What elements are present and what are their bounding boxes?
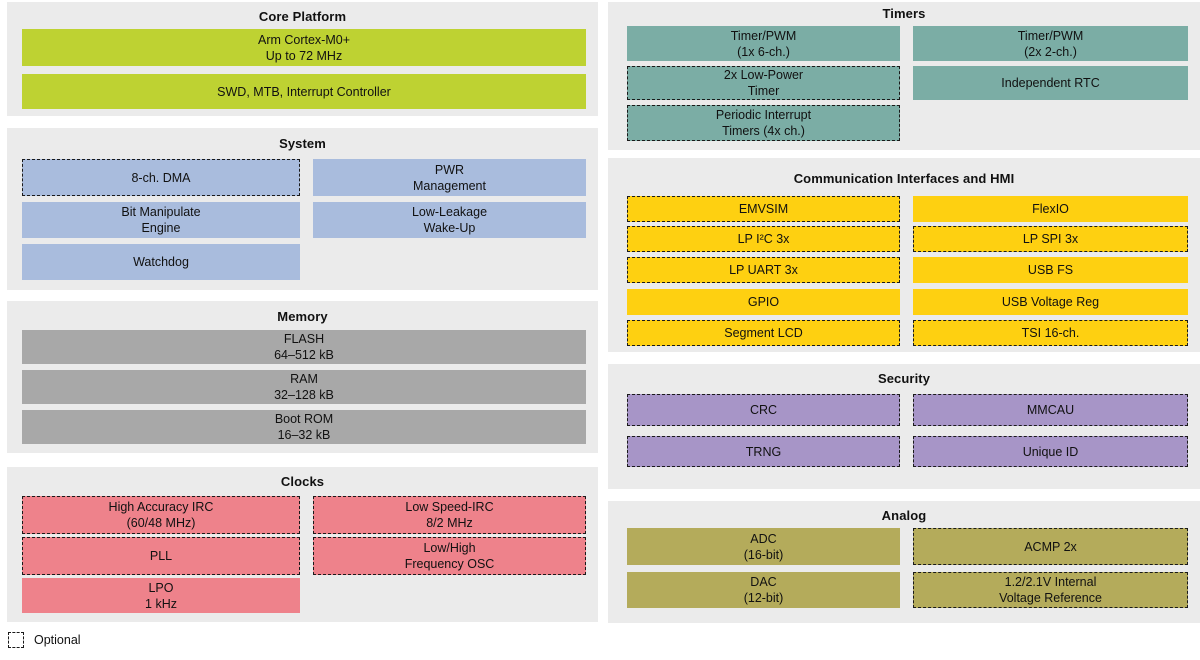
block-8ch-dma: 8-ch. DMA xyxy=(22,159,300,196)
block-emvsim: EMVSIM xyxy=(627,196,900,222)
block-high-accuracy-irc: High Accuracy IRC (60/48 MHz) xyxy=(22,496,300,534)
block-usb-fs: USB FS xyxy=(913,257,1188,283)
section-communication-hmi: Communication Interfaces and HMI EMVSIM … xyxy=(608,158,1200,352)
block-segment-lcd: Segment LCD xyxy=(627,320,900,346)
section-clocks-title: Clocks xyxy=(280,474,325,489)
block-flexio: FlexIO xyxy=(913,196,1188,222)
section-core-platform: Core Platform Arm Cortex-M0+ Up to 72 MH… xyxy=(7,2,598,116)
block-timer-pwm-1x6ch: Timer/PWM (1x 6-ch.) xyxy=(627,26,900,61)
block-low-leakage-wake-up: Low-Leakage Wake-Up xyxy=(313,202,586,238)
section-system: System 8-ch. DMA PWR Management Bit Mani… xyxy=(7,128,598,290)
block-crc: CRC xyxy=(627,394,900,426)
section-timers: Timers Timer/PWM (1x 6-ch.) Timer/PWM (2… xyxy=(608,2,1200,150)
legend-label: Optional xyxy=(34,633,81,647)
block-bit-manipulate-engine: Bit Manipulate Engine xyxy=(22,202,300,238)
block-boot-rom: Boot ROM 16–32 kB xyxy=(22,410,586,444)
section-system-title: System xyxy=(279,136,326,151)
section-analog-title: Analog xyxy=(881,508,927,523)
block-arm-cortex-m0plus: Arm Cortex-M0+ Up to 72 MHz xyxy=(22,29,586,66)
section-memory: Memory FLASH 64–512 kB RAM 32–128 kB Boo… xyxy=(7,301,598,453)
section-clocks: Clocks High Accuracy IRC (60/48 MHz) Low… xyxy=(7,467,598,622)
block-independent-rtc: Independent RTC xyxy=(913,66,1188,100)
block-lpo: LPO 1 kHz xyxy=(22,578,300,613)
block-low-high-frequency-osc: Low/High Frequency OSC xyxy=(313,537,586,575)
section-memory-title: Memory xyxy=(277,309,328,324)
block-periodic-interrupt-timers: Periodic Interrupt Timers (4x ch.) xyxy=(627,105,900,141)
block-lp-spi-3x: LP SPI 3x xyxy=(913,226,1188,252)
section-security: Security CRC MMCAU TRNG Unique ID xyxy=(608,364,1200,489)
block-internal-voltage-reference: 1.2/2.1V Internal Voltage Reference xyxy=(913,572,1188,608)
block-lp-i2c-3x: LP I²C 3x xyxy=(627,226,900,252)
block-watchdog: Watchdog xyxy=(22,244,300,280)
block-unique-id: Unique ID xyxy=(913,436,1188,467)
block-ram: RAM 32–128 kB xyxy=(22,370,586,404)
section-analog: Analog ADC (16-bit) ACMP 2x DAC (12-bit)… xyxy=(608,501,1200,623)
block-adc-16bit: ADC (16-bit) xyxy=(627,528,900,565)
legend: Optional xyxy=(8,632,81,648)
block-timer-pwm-2x2ch: Timer/PWM (2x 2-ch.) xyxy=(913,26,1188,61)
block-tsi-16ch: TSI 16-ch. xyxy=(913,320,1188,346)
block-2x-low-power-timer: 2x Low-Power Timer xyxy=(627,66,900,100)
block-low-speed-irc: Low Speed-IRC 8/2 MHz xyxy=(313,496,586,534)
block-swd-mtb-interrupt-controller: SWD, MTB, Interrupt Controller xyxy=(22,74,586,109)
section-timers-title: Timers xyxy=(882,6,926,21)
block-pwr-management: PWR Management xyxy=(313,159,586,196)
block-trng: TRNG xyxy=(627,436,900,467)
block-usb-voltage-reg: USB Voltage Reg xyxy=(913,289,1188,315)
block-acmp-2x: ACMP 2x xyxy=(913,528,1188,565)
block-flash: FLASH 64–512 kB xyxy=(22,330,586,364)
block-dac-12bit: DAC (12-bit) xyxy=(627,572,900,608)
section-security-title: Security xyxy=(877,371,931,386)
block-gpio: GPIO xyxy=(627,289,900,315)
optional-dashed-box-icon xyxy=(8,632,24,648)
block-pll: PLL xyxy=(22,537,300,575)
section-communication-hmi-title: Communication Interfaces and HMI xyxy=(793,171,1015,186)
block-lp-uart-3x: LP UART 3x xyxy=(627,257,900,283)
block-mmcau: MMCAU xyxy=(913,394,1188,426)
section-core-platform-title: Core Platform xyxy=(258,9,347,24)
